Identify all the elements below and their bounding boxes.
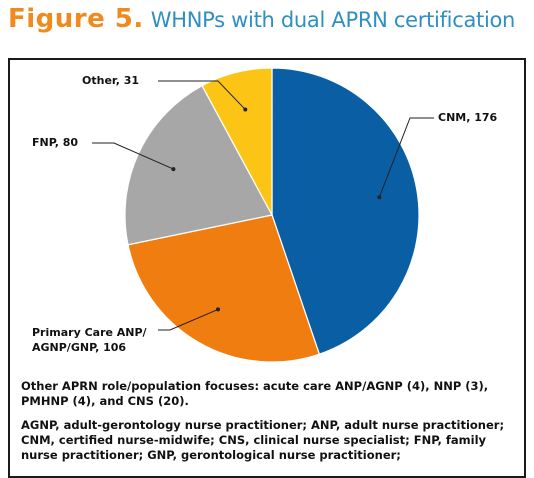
leader-line-1 (158, 308, 219, 331)
figure-subtitle: WHNPs with dual APRN certification (150, 8, 516, 32)
pie-slice-2 (124, 84, 273, 246)
leader-line-3 (158, 80, 246, 110)
leader-line-0 (378, 117, 434, 198)
slice-label-1-line-1: AGNP/GNP, 106 (32, 341, 126, 354)
leader-dot-0 (377, 195, 382, 200)
slice-label-3: Other, 31 (82, 74, 139, 87)
pie-slice-1 (127, 214, 321, 363)
pie-slice-3 (201, 67, 273, 216)
pie-slice-0 (271, 67, 420, 355)
abbreviations-note: AGNP, adult-gerontology nurse practition… (21, 418, 505, 462)
other-roles-note: Other APRN role/population focuses: acut… (21, 379, 489, 408)
leader-dot-1 (215, 307, 220, 312)
slice-label-1-line-0: Primary Care ANP/ (32, 326, 148, 339)
figure-title: Figure 5. WHNPs with dual APRN certifica… (8, 4, 515, 44)
leader-dot-2 (171, 167, 176, 172)
leader-line-2 (92, 142, 174, 170)
slice-label-0: CNM, 176 (438, 111, 498, 124)
slice-label-2: FNP, 80 (32, 136, 78, 149)
figure-number: Figure 5. (8, 4, 144, 34)
leader-dot-3 (243, 107, 248, 112)
